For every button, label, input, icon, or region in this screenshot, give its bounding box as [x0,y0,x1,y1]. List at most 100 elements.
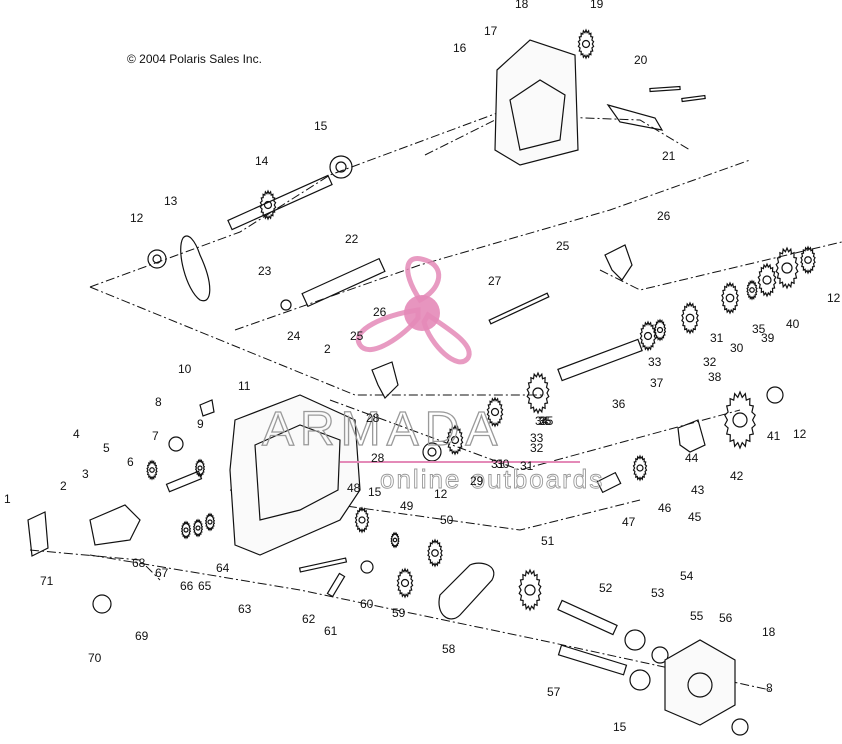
watermark-brand: ARMADA [262,403,503,456]
cover-17 [494,39,579,166]
callout-59: 59 [392,606,406,620]
callout-29: 29 [470,474,484,488]
gear-19-hub [581,39,591,49]
case-11-inner [254,424,341,521]
callout-1: 1 [4,492,11,506]
callout-46: 46 [658,501,672,515]
callout-16: 16 [453,41,467,55]
parts-layer [27,28,816,736]
callout-50: 50 [440,513,454,527]
callout-64: 64 [216,561,230,575]
watermark-blade-top [405,255,442,304]
callout-15-repeat: 15 [613,720,627,734]
washer-49-hub [392,537,398,543]
washer-38-hub [749,287,755,293]
gear-50 [427,538,443,568]
callout-18: 18 [515,0,529,11]
callout-60: 60 [360,597,374,611]
bearing-12-far [766,386,784,404]
gear-65 [192,518,204,538]
callout-49: 49 [400,499,414,513]
callout-4: 4 [73,427,80,441]
callout-15-repeat: 15 [368,485,382,499]
callout-33-repeat: 33 [648,355,662,369]
gear-14-hub [263,200,273,210]
callout-58: 58 [442,642,456,656]
bearing-15-top [329,155,353,179]
seal-55 [651,646,669,664]
cover-56-boss [687,672,713,698]
callout-27: 27 [488,274,502,288]
bearing-15-lowest [629,669,651,691]
callout-67: 67 [155,566,169,580]
callout-33: 33 [530,431,544,445]
watermark-tagline: online outboards [380,464,604,494]
oring-23 [280,299,292,311]
sprocket-41-hub [732,412,748,428]
gear-19 [577,28,595,60]
callout-69: 69 [135,629,149,643]
callout-53: 53 [651,586,665,600]
gear-37 [639,320,657,352]
shaft-47 [596,471,622,494]
gear-31-upper [681,301,699,335]
callout-8: 8 [155,395,162,409]
watermark-blade-left [355,307,421,353]
callout-52: 52 [599,581,613,595]
callout-26-repeat: 26 [657,209,671,223]
bearing-12-right [800,245,816,275]
gear-40-hub [781,262,793,274]
washer-33-upper-hub [656,326,664,334]
chain-13 [180,235,211,302]
callout-56: 56 [719,611,733,625]
gear-30-mid [486,396,504,428]
shaft-22 [301,257,386,308]
callout-42: 42 [730,469,744,483]
axis-line-lower [89,286,545,396]
callout-20: 20 [634,53,648,67]
gear-6 [146,459,158,481]
callout-25-repeat: 25 [556,239,570,253]
callout-36: 36 [612,397,626,411]
pin-16 [298,557,348,573]
gear-59 [396,567,414,599]
callout-25: 25 [350,329,364,343]
gear-64 [204,512,216,532]
gear-66 [180,520,192,540]
bearing-15-mid [354,506,370,534]
axis-line-input-shaft [89,111,501,288]
callout-61: 61 [324,624,338,638]
belt-58 [438,562,495,620]
pin-20b [681,94,706,103]
callout-35-repeat: 35 [752,322,766,336]
sprocket-51 [518,568,542,612]
washer-33-upper [653,318,667,342]
callout-70: 70 [88,651,102,665]
gear-30-upper [721,281,739,315]
callout-11: 11 [238,379,251,393]
callout-22: 22 [345,232,359,246]
shaft-36 [557,338,643,382]
rod-27 [488,292,550,325]
plate-43 [677,419,706,453]
bearing-15-top-inner [335,161,347,173]
axis-line-bottom [89,554,771,691]
gear-31-upper-hub [685,313,695,323]
gear-66-hub [183,527,189,533]
callout-62: 62 [302,612,316,626]
callout-12-repeat: 12 [434,487,448,501]
washer-38 [746,279,758,301]
callout-31-repeat: 31 [710,331,724,345]
gear-65-hub [195,525,201,531]
gear-50-hub [431,549,439,557]
callout-51: 51 [541,534,555,548]
callout-2: 2 [60,479,67,493]
gear-59-hub [400,578,410,588]
callout-19: 19 [590,0,604,11]
bearing-12-left-inner [152,254,162,264]
fork-25-middle [371,361,399,399]
callout-45: 45 [688,510,702,524]
gear-46-hub [636,464,644,472]
callout-18-repeat: 18 [762,625,776,639]
